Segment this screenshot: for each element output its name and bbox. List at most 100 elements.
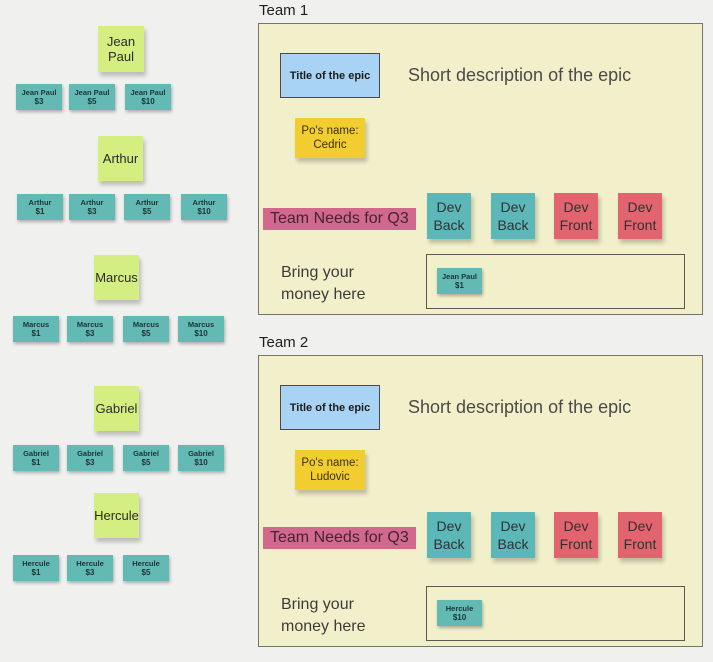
- money-card[interactable]: Gabriel $1: [13, 445, 59, 471]
- epic-title-card[interactable]: Title of the epic: [280, 385, 380, 430]
- player-name-text: Marcus: [95, 270, 138, 285]
- money-card-value: $10: [194, 328, 208, 338]
- money-dropzone[interactable]: Hercule $10: [426, 586, 685, 641]
- bring-money-line2: money here: [281, 286, 366, 303]
- money-card-value: $1: [31, 567, 41, 577]
- money-card[interactable]: Gabriel $5: [123, 445, 169, 471]
- team-2-label: Team 2: [259, 334, 309, 351]
- player-name-text: Arthur: [102, 151, 139, 166]
- money-card[interactable]: Marcus $5: [123, 316, 169, 342]
- dev-back-note[interactable]: Dev Back: [427, 512, 471, 558]
- dev-front-note[interactable]: Dev Front: [618, 193, 662, 239]
- money-card[interactable]: Hercule $3: [67, 555, 113, 581]
- money-card-value: $3: [87, 206, 97, 216]
- po-label: Po's name:: [301, 125, 359, 137]
- money-card-name: Gabriel: [77, 448, 103, 458]
- money-card-value: $10: [197, 206, 211, 216]
- player-name-text: Jean Paul: [106, 34, 136, 64]
- money-card-name: Jean Paul: [130, 87, 166, 97]
- money-card-name: Hercule: [22, 558, 50, 568]
- team-1-frame[interactable]: Title of the epic Short description of t…: [258, 23, 703, 315]
- money-card-value: $5: [141, 328, 151, 338]
- dev-back-note[interactable]: Dev Back: [491, 193, 535, 239]
- money-card-value: $10: [452, 612, 467, 622]
- money-card-name: Marcus: [76, 319, 104, 329]
- money-card[interactable]: Marcus $10: [178, 316, 224, 342]
- team-needs-label: Team Needs for Q3: [263, 208, 416, 230]
- money-card-name: Arthur: [135, 197, 159, 207]
- money-card-value: $5: [142, 206, 152, 216]
- money-card[interactable]: Arthur $3: [69, 194, 115, 220]
- money-card[interactable]: Arthur $1: [17, 194, 63, 220]
- dev-back-note[interactable]: Dev Back: [427, 193, 471, 239]
- player-name-note[interactable]: Jean Paul: [98, 26, 144, 72]
- epic-title-card[interactable]: Title of the epic: [280, 53, 380, 98]
- dev-note-line1: Dev: [436, 518, 462, 534]
- dev-note-line2: Back: [433, 217, 465, 233]
- dev-note-line2: Back: [497, 217, 529, 233]
- money-card[interactable]: Arthur $5: [124, 194, 170, 220]
- money-card-name: Marcus: [187, 319, 215, 329]
- money-card-value: $3: [85, 328, 95, 338]
- money-card-value: $1: [31, 328, 41, 338]
- dev-note-line1: Dev: [500, 518, 526, 534]
- player-name-note[interactable]: Hercule: [94, 493, 139, 538]
- money-card-name: Marcus: [132, 319, 160, 329]
- team-needs-label: Team Needs for Q3: [263, 527, 416, 549]
- dev-front-note[interactable]: Dev Front: [554, 193, 598, 239]
- money-card[interactable]: Jean Paul $5: [69, 84, 115, 110]
- money-card[interactable]: Hercule $5: [123, 555, 169, 581]
- player-name-note[interactable]: Gabriel: [94, 386, 139, 431]
- money-card[interactable]: Jean Paul $10: [125, 84, 171, 110]
- money-card-value: $5: [87, 96, 97, 106]
- money-card-value: $10: [194, 457, 208, 467]
- po-name-note[interactable]: Po's name: Cedric: [295, 118, 365, 158]
- dev-note-line2: Front: [623, 217, 657, 233]
- money-card-value: $10: [141, 96, 155, 106]
- money-card-name: Jean Paul: [74, 87, 110, 97]
- dev-note-line2: Back: [433, 536, 465, 552]
- money-card-value: $5: [141, 457, 151, 467]
- dev-front-note[interactable]: Dev Front: [618, 512, 662, 558]
- money-card[interactable]: Hercule $1: [13, 555, 59, 581]
- money-card-value: $3: [34, 96, 44, 106]
- dev-back-note[interactable]: Dev Back: [491, 512, 535, 558]
- money-card[interactable]: Gabriel $10: [178, 445, 224, 471]
- dev-note-line1: Dev: [627, 518, 653, 534]
- money-dropzone[interactable]: Jean Paul $1: [426, 254, 685, 309]
- po-name-note[interactable]: Po's name: Ludovic: [295, 450, 365, 490]
- money-card-name: Jean Paul: [21, 87, 57, 97]
- money-card[interactable]: Jean Paul $1: [437, 268, 482, 294]
- po-label: Po's name:: [301, 457, 359, 469]
- money-card-name: Arthur: [28, 197, 52, 207]
- team-1-label: Team 1: [259, 2, 309, 19]
- money-card-name: Gabriel: [133, 448, 159, 458]
- money-card-value: $3: [85, 567, 95, 577]
- money-card[interactable]: Gabriel $3: [67, 445, 113, 471]
- dev-note-line2: Back: [497, 536, 529, 552]
- dev-note-line1: Dev: [563, 518, 589, 534]
- money-card-name: Gabriel: [23, 448, 49, 458]
- dev-front-note[interactable]: Dev Front: [554, 512, 598, 558]
- dev-note-line1: Dev: [500, 199, 526, 215]
- bring-money-line1: Bring your: [281, 264, 354, 281]
- po-name: Cedric: [313, 139, 347, 151]
- player-name-note[interactable]: Arthur: [98, 136, 143, 181]
- team-2-frame[interactable]: Title of the epic Short description of t…: [258, 355, 703, 647]
- money-card-name: Arthur: [192, 197, 216, 207]
- money-card-name: Arthur: [80, 197, 104, 207]
- money-card-value: $1: [31, 457, 41, 467]
- dev-note-line2: Front: [623, 536, 657, 552]
- player-name-note[interactable]: Marcus: [94, 255, 139, 300]
- money-card-value: $3: [85, 457, 95, 467]
- bring-money-label: Bring your money here: [281, 594, 366, 638]
- dev-note-line1: Dev: [436, 199, 462, 215]
- money-card[interactable]: Jean Paul $3: [16, 84, 62, 110]
- bring-money-line2: money here: [281, 618, 366, 635]
- money-card[interactable]: Hercule $10: [437, 600, 482, 626]
- money-card[interactable]: Marcus $1: [13, 316, 59, 342]
- money-card[interactable]: Marcus $3: [67, 316, 113, 342]
- money-card[interactable]: Arthur $10: [181, 194, 227, 220]
- money-card-name: Hercule: [132, 558, 160, 568]
